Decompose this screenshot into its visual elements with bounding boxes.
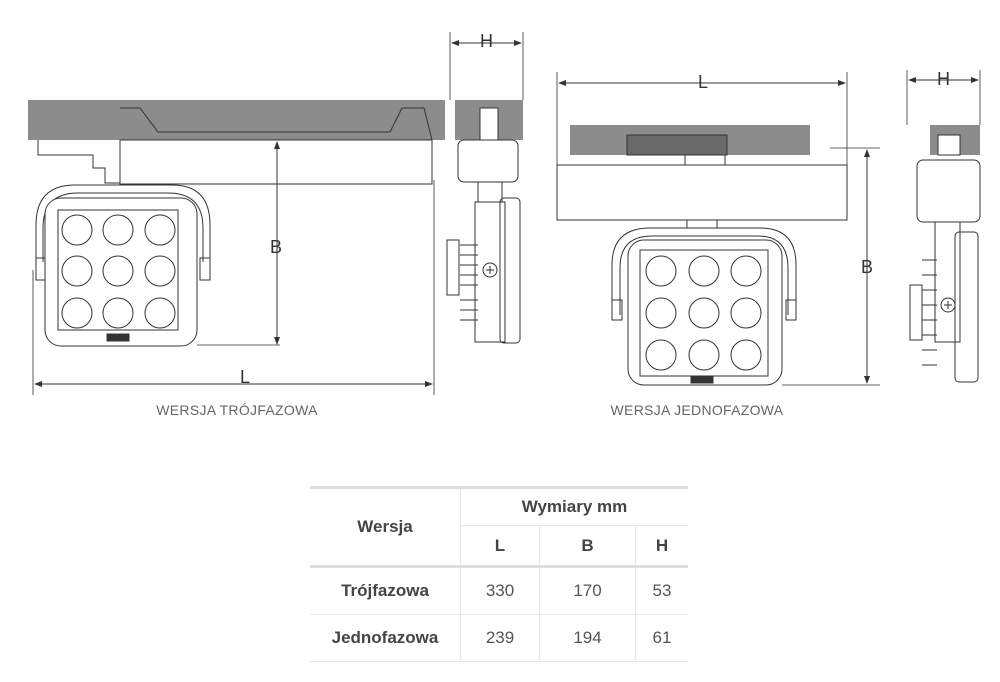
header-version: Wersja: [357, 517, 413, 536]
cell-L: 239: [460, 614, 540, 662]
led-lens: [688, 255, 720, 287]
led-lens: [688, 339, 720, 371]
cell-B: 194: [539, 614, 636, 662]
single-phase-front-view: [556, 125, 848, 386]
led-lens: [61, 214, 93, 246]
led-lens: [730, 255, 762, 287]
dim-B-left: B: [270, 237, 282, 257]
led-lens: [730, 297, 762, 329]
dim-H-right: H: [937, 69, 950, 89]
table-row: Trójfazowa 330 170 53: [310, 566, 688, 615]
single-phase-side-view: [909, 125, 981, 383]
table-row: Jednofazowa 239 194 61: [310, 614, 688, 662]
led-lens: [61, 297, 93, 329]
dim-L-right: L: [698, 72, 708, 92]
led-lens: [645, 297, 677, 329]
led-lens: [144, 297, 176, 329]
cell-H: 53: [635, 566, 688, 615]
dim-L-left: L: [240, 367, 250, 387]
cell-H: 61: [635, 614, 688, 662]
caption-single-phase: WERSJA JEDNOFAZOWA: [610, 402, 784, 418]
cell-L: 330: [460, 566, 540, 615]
led-lens: [645, 339, 677, 371]
dim-B-right: B: [861, 257, 873, 277]
header-dimensions: Wymiary mm: [460, 487, 688, 526]
col-L: L: [460, 525, 540, 567]
three-phase-side-view: [446, 100, 523, 344]
led-lens: [61, 255, 93, 287]
cell-B: 170: [539, 566, 636, 615]
dimensions-table: Wersja Wymiary mm L B H Trójfazowa 330 1…: [310, 486, 688, 662]
led-lens: [688, 297, 720, 329]
led-lens: [144, 255, 176, 287]
row-name: Jednofazowa: [310, 614, 461, 662]
led-lens: [102, 214, 134, 246]
led-lens: [102, 297, 134, 329]
row-name: Trójfazowa: [310, 566, 461, 615]
three-phase-front-view: [28, 100, 445, 347]
dim-H-left: H: [480, 31, 493, 51]
col-B: B: [539, 525, 636, 567]
caption-three-phase: WERSJA TRÓJFAZOWA: [156, 402, 318, 418]
led-lens: [645, 255, 677, 287]
col-H: H: [635, 525, 688, 567]
led-lens: [730, 339, 762, 371]
led-grid: [61, 214, 176, 329]
led-lens: [102, 255, 134, 287]
led-lens: [144, 214, 176, 246]
